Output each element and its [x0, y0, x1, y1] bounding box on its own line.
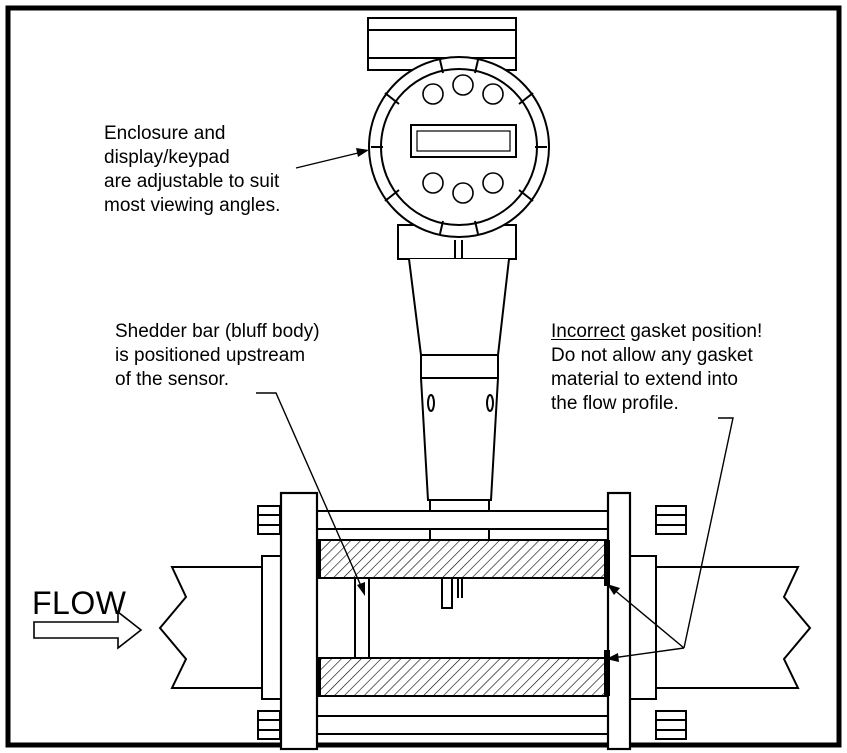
sensor-stem: [408, 258, 510, 540]
incorrect-word: Incorrect: [551, 321, 625, 342]
shedder-note-line: of the sensor.: [115, 369, 230, 390]
enclosure-note-line: Enclosure and: [104, 123, 226, 144]
vortex-sensor: [441, 577, 463, 609]
gaskets: [316, 540, 610, 696]
shedder-bar: [354, 577, 370, 659]
flow-label: FLOW: [32, 585, 127, 621]
gasket-heading-rest: gasket position!: [624, 321, 763, 342]
gasket-note-heading: Incorrect gasket position!: [551, 320, 762, 344]
leader-arrowheads: [356, 148, 620, 662]
flow-arrow: [33, 610, 143, 650]
gasket-note-line: Do not allow any gasket: [551, 345, 753, 366]
meter-flanges: [279, 491, 632, 751]
figure-frame: [5, 5, 842, 748]
shedder-note-line: is positioned upstream: [115, 345, 306, 366]
leader-lines: [256, 152, 734, 659]
flange-bolts: [257, 505, 687, 740]
shedder-note: Shedder bar (bluff body) is positioned u…: [115, 320, 320, 392]
keypad-buttons: [422, 74, 504, 204]
meter-body: [316, 539, 609, 697]
shedder-note-line: Shedder bar (bluff body): [115, 321, 320, 342]
transmitter-enclosure: [367, 17, 550, 260]
display-window: [410, 124, 517, 158]
enclosure-note-line: most viewing angles.: [104, 195, 281, 216]
enclosure-note: Enclosure and display/keypad are adjusta…: [104, 122, 280, 218]
gasket-note: Incorrect gasket position! Do not allow …: [551, 320, 762, 416]
enclosure-note-line: display/keypad: [104, 147, 230, 168]
gasket-note-line: the flow profile.: [551, 393, 679, 414]
gasket-note-line: material to extend into: [551, 369, 738, 390]
enclosure-note-line: are adjustable to suit: [104, 171, 280, 192]
